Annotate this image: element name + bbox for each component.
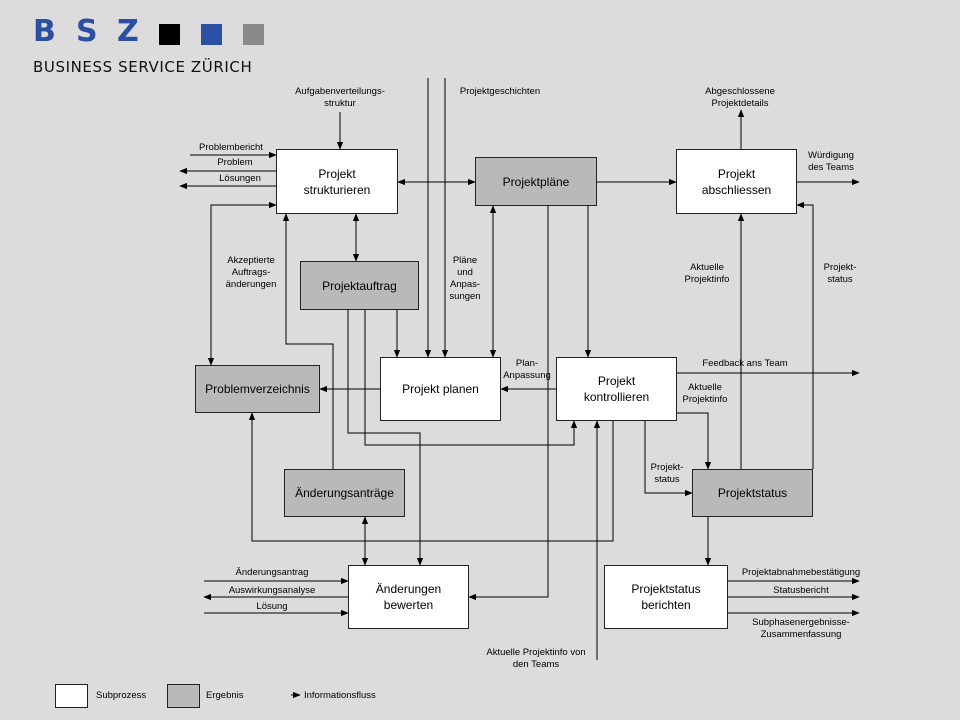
label-projektabnahme: Projektabnahmebestätigung	[741, 567, 861, 578]
logo-square-grey	[243, 24, 264, 45]
logo-square-black	[159, 24, 180, 45]
label-aktuelle-projektinfo-1: Aktuelle Projektinfo	[684, 262, 730, 285]
arrow-projektstatus-abschliessen-right	[796, 201, 814, 469]
box-projektauftrag: Projektauftrag	[300, 261, 419, 310]
arrow-kontrollieren-projektstatus	[677, 412, 712, 470]
logo-square-blue	[201, 24, 222, 45]
label-wuerdigung: Würdigung des Teams	[808, 150, 854, 173]
legend-ergebnis-swatch	[167, 684, 200, 708]
label-loesung: Lösung	[256, 601, 288, 612]
label-statusbericht: Statusbericht	[773, 585, 829, 596]
box-problemverzeichnis: Problemverzeichnis	[195, 365, 320, 413]
label-projektgeschichten: Projektgeschichten	[459, 86, 541, 97]
arrow-strukturieren-problemverzeichnis	[207, 201, 277, 366]
box-projekt-strukturieren: Projekt strukturieren	[276, 149, 398, 214]
arrow-projektstatus-loop	[644, 421, 693, 497]
box-projekt-kontrollieren: Projekt kontrollieren	[556, 357, 677, 421]
legend-subprozess-swatch	[55, 684, 88, 708]
box-projekt-abschliessen: Projekt abschliessen	[676, 149, 797, 214]
label-akzeptierte: Akzeptierte Auftrags- änderungen	[225, 255, 277, 290]
label-subphasen: Subphasenergebnisse- Zusammenfassung	[752, 617, 850, 640]
label-loesungen: Lösungen	[219, 173, 261, 184]
label-abgeschlossene: Abgeschlossene Projektdetails	[705, 86, 775, 109]
arrow-auftrag-bewerten	[347, 310, 424, 566]
legend-informationsfluss-label: Informationsfluss	[304, 690, 376, 701]
box-projektstatus: Projektstatus	[692, 469, 813, 517]
label-plan-anpassung: Plan- Anpassung	[503, 358, 551, 381]
label-plaene-anpassungen: Pläne und Anpas- sungen	[449, 255, 481, 302]
arrow-auftrag-kontrollieren	[364, 310, 578, 446]
arrow-plaene-bewerten	[468, 206, 549, 601]
label-aktuelle-projektinfo-2: Aktuelle Projektinfo	[682, 382, 728, 405]
legend-ergebnis-label: Ergebnis	[206, 690, 244, 701]
box-aenderungsantraege: Änderungsanträge	[284, 469, 405, 517]
label-aufgabenverteilung: Aufgabenverteilungs- struktur	[295, 86, 385, 109]
logo-letter-b: B	[33, 14, 56, 49]
label-projektstatus-rechts: Projekt- status	[823, 262, 857, 285]
label-aenderungsantrag: Änderungsantrag	[235, 567, 309, 578]
logo-letter-s: S	[76, 14, 98, 49]
box-projektstatus-berichten: Projektstatus berichten	[604, 565, 728, 629]
arrow-kontrollieren-problemverzeichnis	[248, 412, 614, 542]
logo-letter-z: Z	[117, 14, 139, 49]
label-projektstatus-mitte: Projekt- status	[650, 462, 684, 485]
box-projektplaene: Projektpläne	[475, 157, 597, 206]
label-auswirkungsanalyse: Auswirkungsanalyse	[228, 585, 316, 596]
box-aenderungen-bewerten: Änderungen bewerten	[348, 565, 469, 629]
label-problembericht: Problembericht	[199, 142, 263, 153]
label-aktuelle-projektinfo-teams: Aktuelle Projektinfo von den Teams	[486, 647, 586, 670]
label-feedback: Feedback ans Team	[702, 358, 788, 369]
legend-subprozess-label: Subprozess	[96, 690, 147, 701]
arrow-antraege-strukturieren	[282, 213, 334, 469]
box-projekt-planen: Projekt planen	[380, 357, 501, 421]
label-problem: Problem	[217, 157, 253, 168]
logo-subtitle: BUSINESS SERVICE ZÜRICH	[33, 58, 253, 76]
